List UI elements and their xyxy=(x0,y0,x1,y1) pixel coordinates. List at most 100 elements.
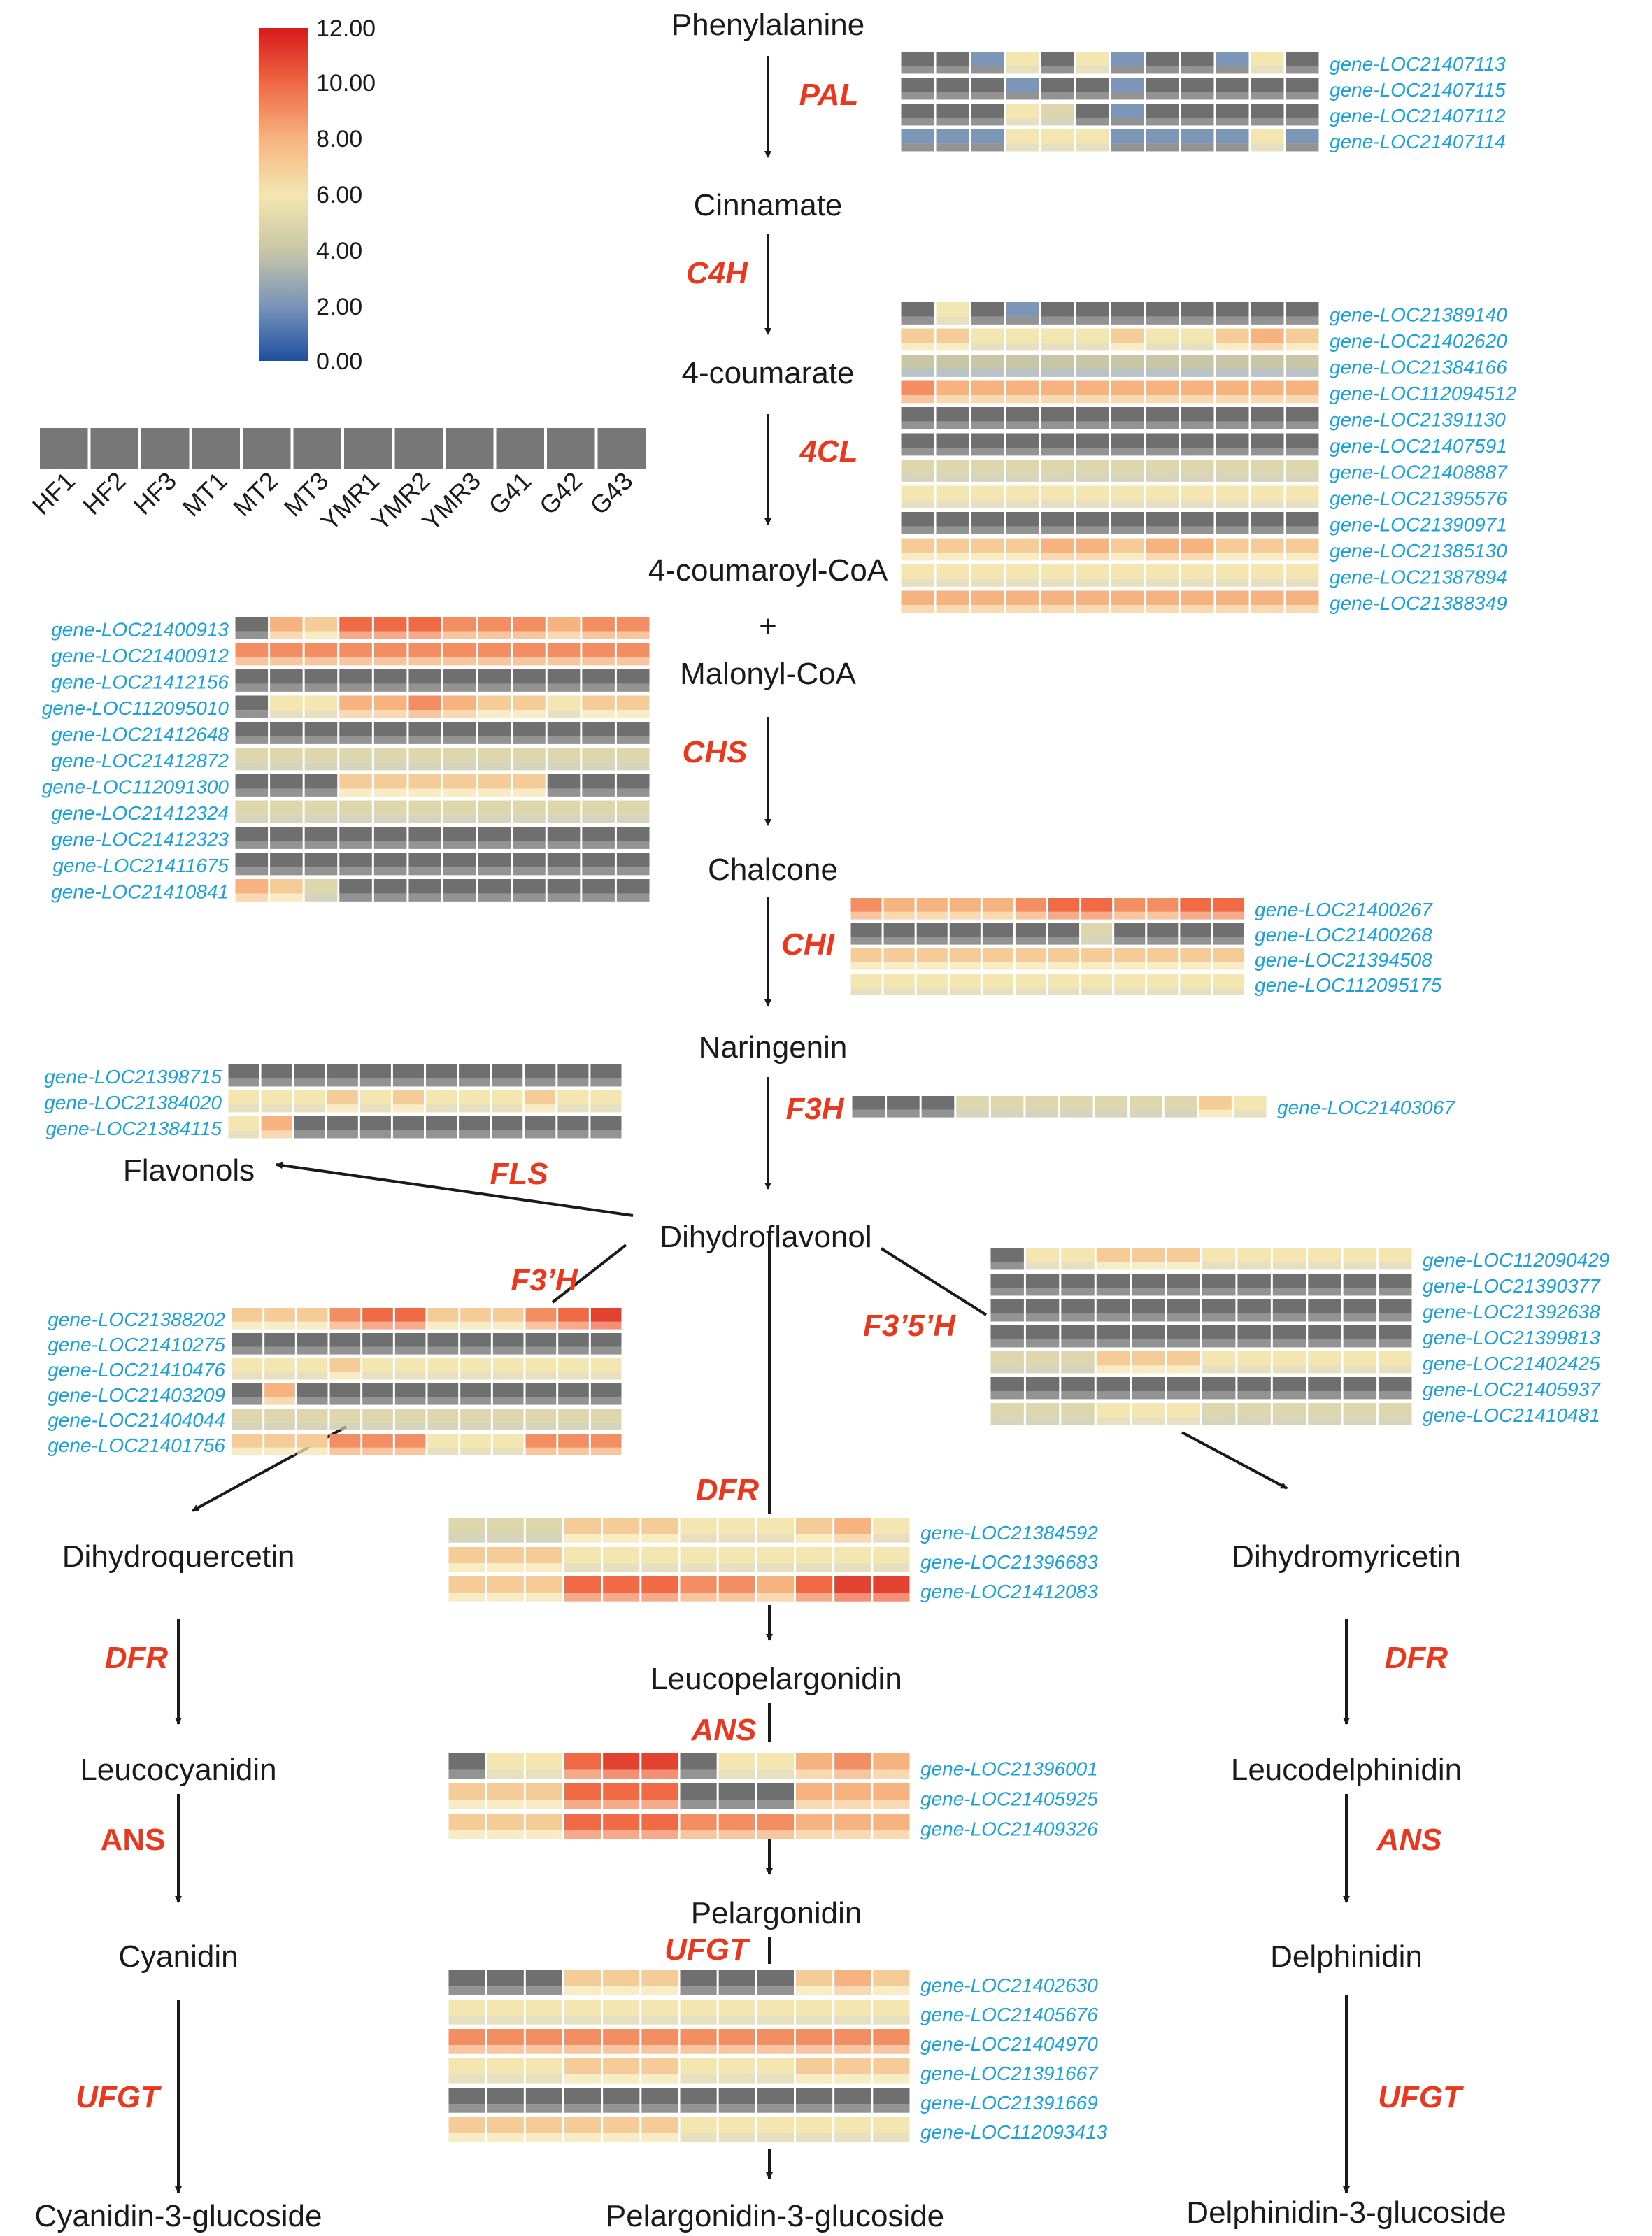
heatmap-cell xyxy=(1308,1288,1341,1296)
heatmap-cell xyxy=(873,1800,910,1809)
heatmap-cell xyxy=(718,2088,755,2105)
heatmap-cell xyxy=(443,774,476,789)
enzyme-4cl: 4CL xyxy=(799,434,857,469)
heatmap-cell xyxy=(1180,974,1211,988)
heatmap-cell xyxy=(304,631,338,639)
heatmap-cell xyxy=(294,1116,325,1131)
heatmap-cell xyxy=(459,1090,490,1105)
heatmap-cell xyxy=(1111,302,1144,317)
heatmap-cell xyxy=(448,2000,485,2016)
heatmap-cell xyxy=(443,879,476,894)
heatmap-cell xyxy=(796,2000,833,2016)
heatmap-cell xyxy=(1167,1351,1200,1366)
heatmap-cell xyxy=(873,2045,910,2054)
heatmap-cell xyxy=(1076,129,1109,144)
heatmap-cell xyxy=(603,1563,640,1572)
heatmap-cell xyxy=(297,1447,328,1455)
gene-label: gene-LOC112094512 xyxy=(1330,383,1517,404)
enzyme-c4h: C4H xyxy=(686,256,748,290)
gene-label: gene-LOC21412323 xyxy=(51,828,229,850)
heatmap-cell xyxy=(1167,1365,1200,1374)
heatmap-cell xyxy=(971,512,1004,527)
heatmap-cell xyxy=(448,2029,485,2046)
heatmap-cell xyxy=(426,1130,457,1139)
gene-label: gene-LOC21392638 xyxy=(1423,1301,1600,1323)
heatmap-cell xyxy=(564,2058,601,2075)
heatmap-cell xyxy=(616,879,650,894)
heatmap-cell xyxy=(487,2058,524,2075)
heatmap-cell xyxy=(949,923,981,937)
heatmap-cell xyxy=(339,762,372,771)
heatmap-cell xyxy=(1251,78,1284,92)
heatmap-cell xyxy=(718,1576,755,1593)
heatmap-cell xyxy=(834,1769,871,1779)
heatmap-cell xyxy=(616,853,650,868)
heatmap-cell xyxy=(603,2088,640,2105)
heatmap-cell xyxy=(1216,78,1249,92)
heatmap-cell xyxy=(487,2029,524,2046)
heatmap-cell xyxy=(525,2117,562,2134)
heatmap-cell xyxy=(1379,1391,1412,1400)
heatmap-cell xyxy=(901,302,934,317)
heatmap-cell xyxy=(1114,937,1146,945)
heatmap-cell xyxy=(873,1547,910,1564)
heatmap-cell xyxy=(394,1358,426,1372)
heatmap-cell xyxy=(460,1333,491,1347)
connector-f3ph xyxy=(551,1244,627,1304)
heatmap-cell xyxy=(408,774,441,789)
heatmap-cell xyxy=(478,893,511,902)
heatmap-cell xyxy=(547,736,581,744)
heatmap-cell xyxy=(796,2104,833,2113)
gene-label: gene-LOC21409326 xyxy=(920,1818,1098,1840)
heatmap-cell xyxy=(982,974,1013,988)
heatmap-cell xyxy=(1025,1417,1060,1425)
heatmap-cell xyxy=(359,1130,391,1139)
heatmap-cell xyxy=(339,695,372,711)
heatmap-cell xyxy=(1114,911,1146,920)
heatmap-cell xyxy=(616,841,650,849)
heatmap-cell xyxy=(1061,1377,1095,1392)
heatmap-cell xyxy=(1006,369,1039,377)
gene-label: gene-LOC21384115 xyxy=(45,1118,222,1139)
heatmap-cell xyxy=(1146,500,1179,508)
heatmap-cell xyxy=(373,643,407,658)
heatmap-cell xyxy=(641,2029,678,2046)
heatmap-cell xyxy=(1081,911,1113,920)
heatmap-cell xyxy=(603,2016,640,2025)
heatmap-cell xyxy=(1041,564,1074,579)
heatmap-chs: gene-LOC21400913gene-LOC21400912gene-LOC… xyxy=(42,617,650,902)
heatmap-cell xyxy=(547,774,581,789)
heatmap-cell xyxy=(1216,380,1249,396)
heatmap-cell xyxy=(1111,343,1144,351)
heatmap-cell xyxy=(1114,923,1146,937)
heatmap-cell xyxy=(478,879,511,894)
heatmap-cell xyxy=(1180,911,1211,920)
heatmap-cell xyxy=(1111,500,1144,508)
heatmap-cell xyxy=(873,1534,910,1543)
heatmap-cell xyxy=(582,631,615,639)
heatmap-cell xyxy=(460,1346,491,1355)
heatmap-cell xyxy=(448,2117,485,2134)
heatmap-cell xyxy=(408,815,441,823)
heatmap-cell xyxy=(297,1422,328,1430)
heatmap-cell xyxy=(525,1970,562,1987)
heatmap-cell xyxy=(1076,473,1109,482)
heatmap-cell xyxy=(427,1447,459,1455)
heatmap-cell xyxy=(1216,52,1249,66)
heatmap-f35h: gene-LOC112090429gene-LOC21390377gene-LO… xyxy=(990,1248,1609,1426)
heatmap-cell xyxy=(796,1576,833,1593)
heatmap-cell xyxy=(564,2117,601,2134)
heatmap-cell xyxy=(757,1830,794,1839)
heatmap-cell xyxy=(1251,302,1284,317)
heatmap-cell xyxy=(936,407,969,422)
heatmap-cell xyxy=(1146,343,1179,351)
heatmap-cell xyxy=(270,774,303,789)
heatmap-cell xyxy=(373,710,407,718)
heatmap-cell xyxy=(1251,590,1284,606)
gene-label: gene-LOC21387894 xyxy=(1330,566,1507,588)
heatmap-cell xyxy=(834,2104,871,2113)
heatmap-cell xyxy=(362,1372,393,1380)
heatmap-cell xyxy=(408,710,441,718)
legend-tick-10: 10.00 xyxy=(316,70,376,97)
heatmap-cell xyxy=(1048,974,1080,988)
